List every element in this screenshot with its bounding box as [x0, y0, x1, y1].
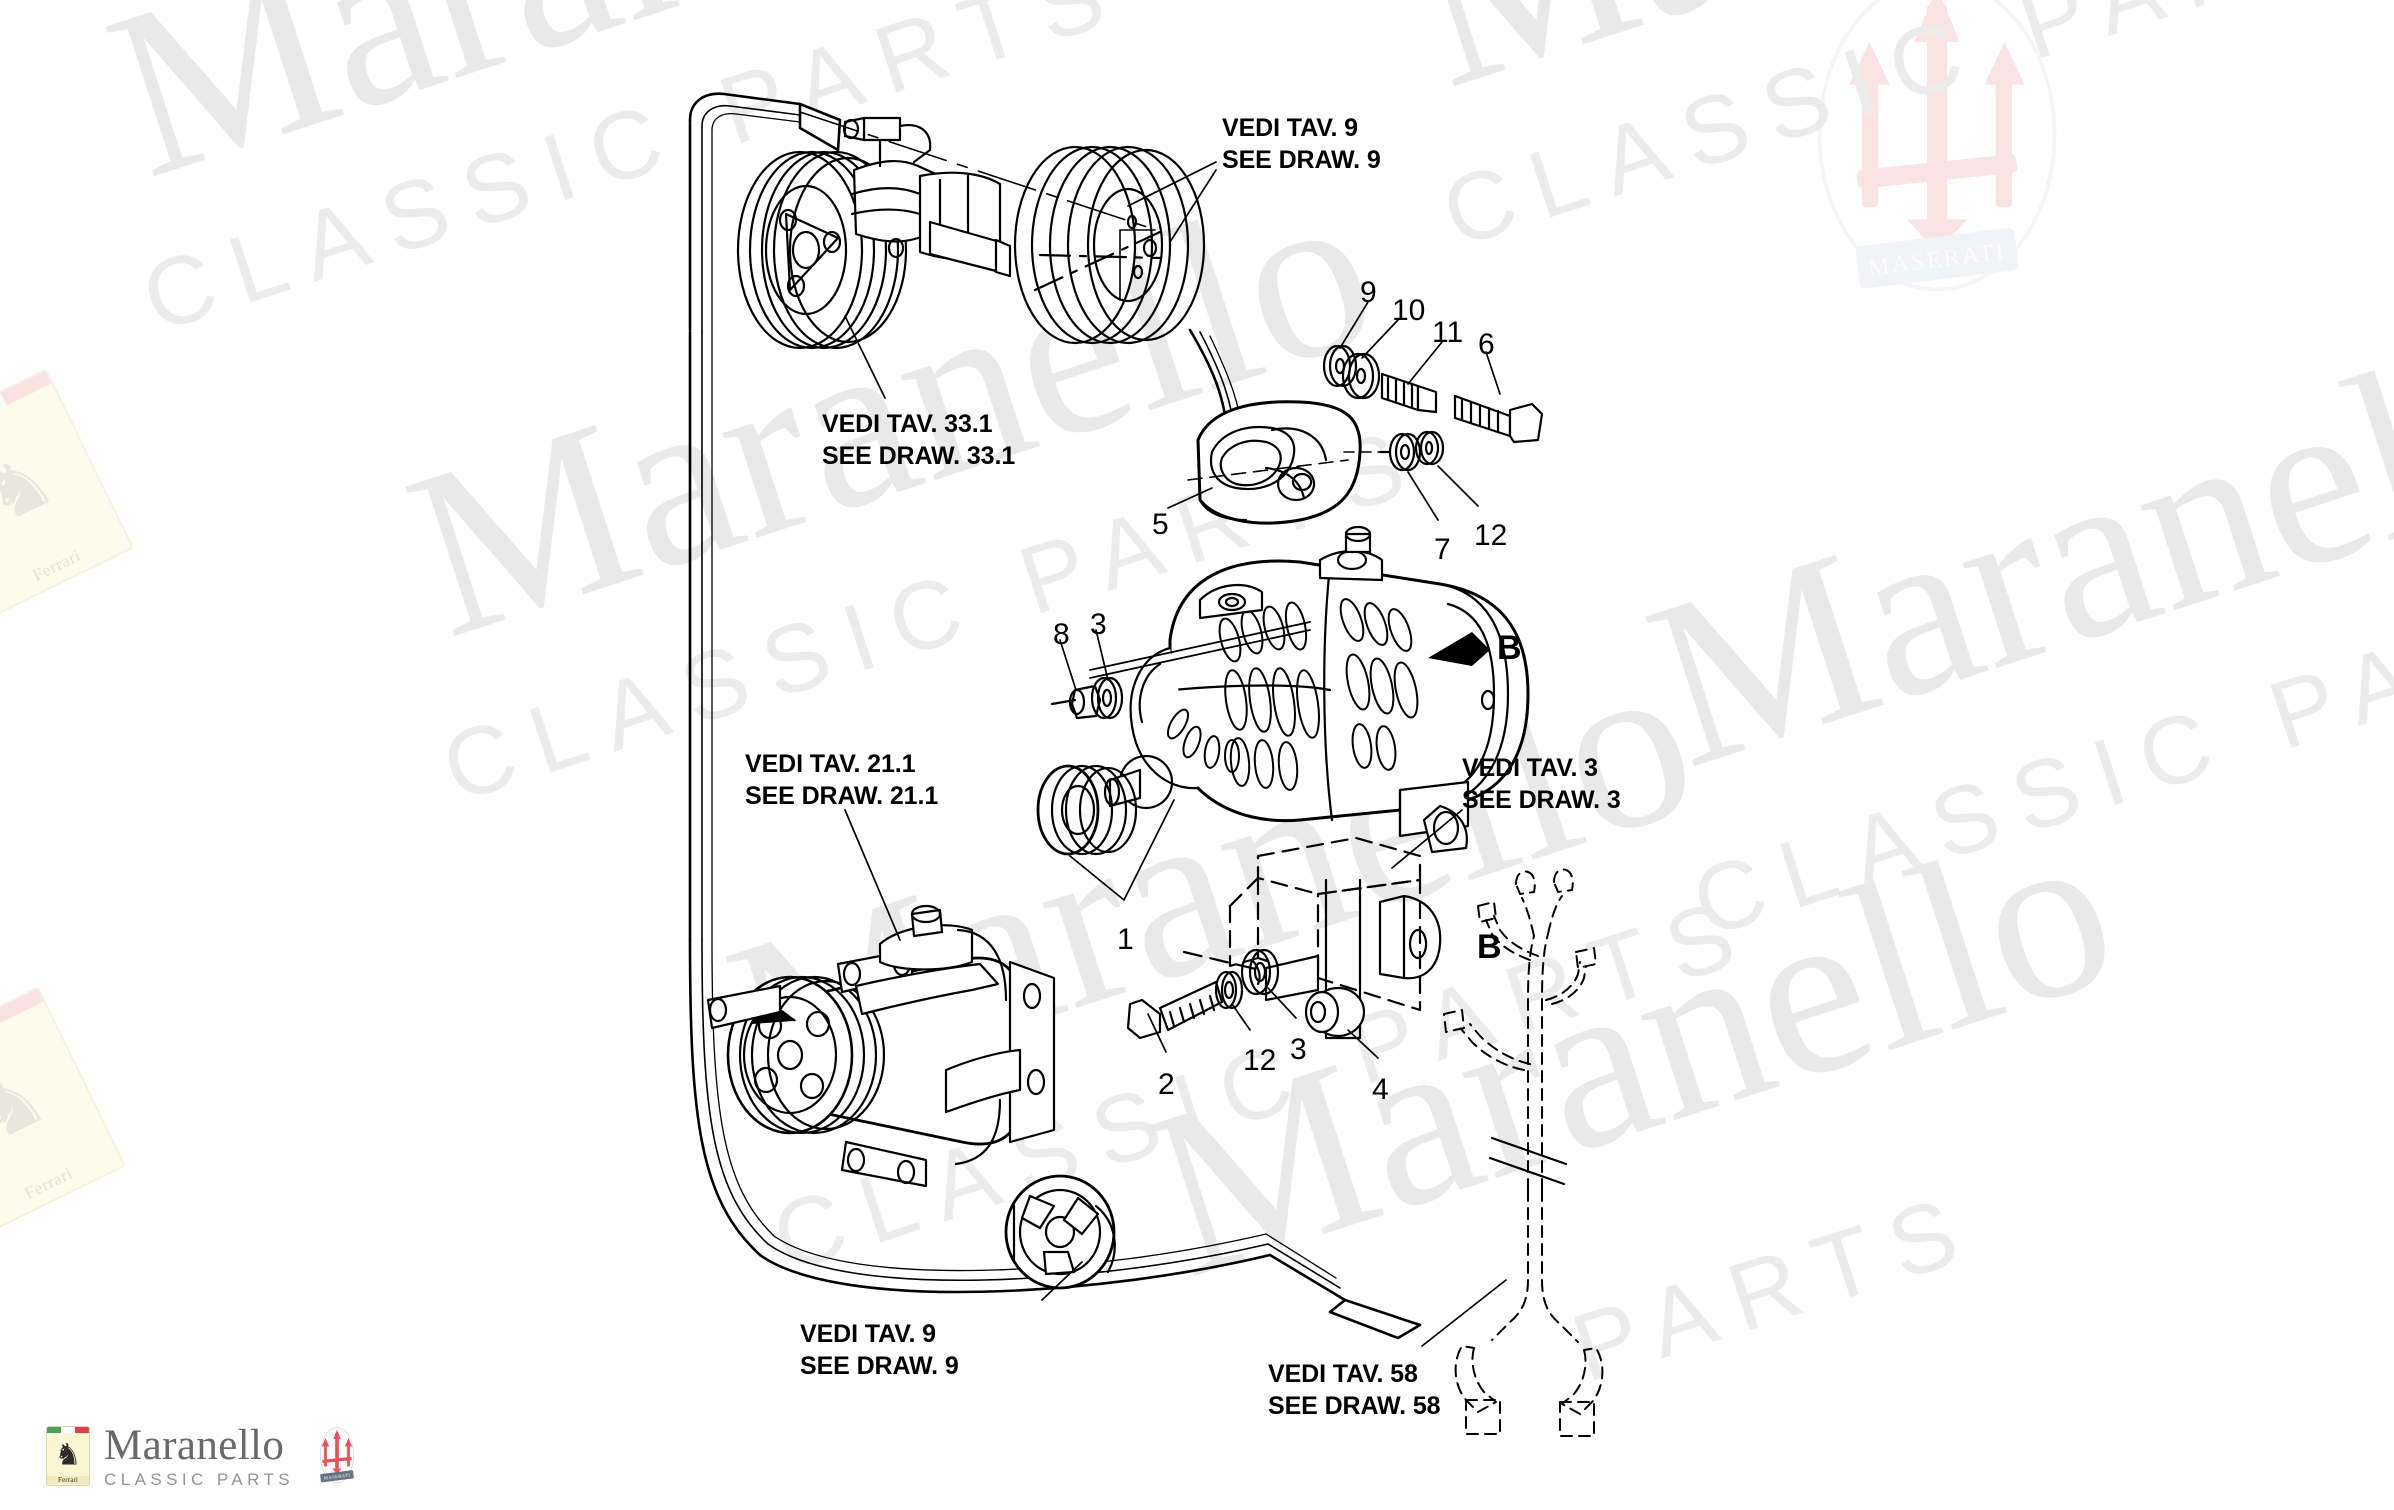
- callout-number-11: 11: [1432, 316, 1464, 349]
- section-letter-b-harness: B: [1477, 928, 1502, 966]
- reference-tav-9-top: VEDI TAV. 9 SEE DRAW. 9: [1222, 112, 1381, 176]
- drive-belt: [688, 92, 1422, 1340]
- reference-line-italian: VEDI TAV. 9: [800, 1320, 936, 1348]
- reference-line-english: SEE DRAW. 9: [1222, 146, 1381, 174]
- reference-tav-58: VEDI TAV. 58 SEE DRAW. 58: [1268, 1358, 1441, 1422]
- section-arrow-b: [1428, 632, 1490, 666]
- reference-line-italian: VEDI TAV. 21.1: [745, 750, 916, 778]
- ac-compressor: [706, 904, 1056, 1188]
- ferrari-shield-icon: ♞ Ferrari: [46, 1426, 90, 1486]
- callout-number-8: 8: [1053, 618, 1070, 651]
- reference-line-english: SEE DRAW. 21.1: [745, 782, 939, 810]
- callout-number-3b: 3: [1290, 1033, 1307, 1066]
- reference-tav-3: VEDI TAV. 3 SEE DRAW. 3: [1462, 752, 1621, 816]
- svg-text:MASERATI: MASERATI: [324, 1472, 351, 1480]
- callout-number-2: 2: [1158, 1068, 1175, 1101]
- reference-tav-21-1: VEDI TAV. 21.1 SEE DRAW. 21.1: [745, 748, 938, 812]
- ferrari-wordmark: Ferrari: [47, 1476, 89, 1484]
- callout-number-9: 9: [1360, 276, 1377, 309]
- leader-lines: [799, 111, 1507, 1347]
- power-steering-pump: [736, 116, 1012, 350]
- crankshaft-pulley: [1013, 145, 1206, 345]
- maranello-classic-parts-logo[interactable]: ♞ Ferrari Maranello CLASSIC PARTS MASERA…: [46, 1424, 360, 1488]
- reference-tav-33-1: VEDI TAV. 33.1 SEE DRAW. 33.1: [822, 408, 1015, 472]
- reference-line-italian: VEDI TAV. 33.1: [822, 410, 993, 438]
- alternator: [1089, 525, 1530, 854]
- wiring-harness: [1443, 868, 1604, 1437]
- reference-line-italian: VEDI TAV. 9: [1222, 114, 1358, 142]
- tensioner-bracket: [1196, 400, 1362, 525]
- maserati-trident-icon: MASERATI: [320, 1427, 354, 1484]
- reference-line-italian: VEDI TAV. 58: [1268, 1360, 1418, 1388]
- alternator-shaft-fasteners: [1050, 676, 1124, 720]
- bracket-fasteners: [1126, 948, 1280, 1040]
- italian-flag-bands: [47, 1427, 89, 1433]
- callout-number-7: 7: [1434, 533, 1451, 566]
- reference-line-english: SEE DRAW. 3: [1462, 786, 1621, 814]
- reference-line-english: SEE DRAW. 9: [800, 1352, 959, 1380]
- callout-number-4: 4: [1372, 1073, 1389, 1106]
- brand-tagline: CLASSIC PARTS: [104, 1470, 295, 1489]
- brand-name: Maranello: [104, 1422, 285, 1469]
- mounting-bracket-plate: [1264, 878, 1366, 1040]
- callout-number-12a: 12: [1474, 519, 1508, 552]
- idler-pulley: [1004, 1174, 1116, 1290]
- callout-number-12b: 12: [1243, 1044, 1277, 1077]
- reference-line-italian: VEDI TAV. 3: [1462, 754, 1598, 782]
- callout-number-5: 5: [1152, 508, 1169, 541]
- mounting-bracket: [1228, 836, 1442, 1012]
- alternator-pulley: [1036, 764, 1138, 856]
- section-letter-b-alternator: B: [1497, 629, 1522, 667]
- prancing-horse-icon: ♞: [54, 1438, 82, 1472]
- callout-number-3a: 3: [1090, 608, 1107, 641]
- reference-line-english: SEE DRAW. 58: [1268, 1392, 1441, 1420]
- callout-number-6: 6: [1478, 328, 1495, 361]
- callout-number-1: 1: [1117, 923, 1134, 956]
- brand-names: Maranello CLASSIC PARTS: [104, 1424, 294, 1488]
- reference-line-english: SEE DRAW. 33.1: [822, 442, 1016, 470]
- callout-number-10: 10: [1392, 294, 1426, 327]
- reference-tav-9-bottom: VEDI TAV. 9 SEE DRAW. 9: [800, 1318, 959, 1382]
- harness-break-symbol: [1488, 1136, 1568, 1186]
